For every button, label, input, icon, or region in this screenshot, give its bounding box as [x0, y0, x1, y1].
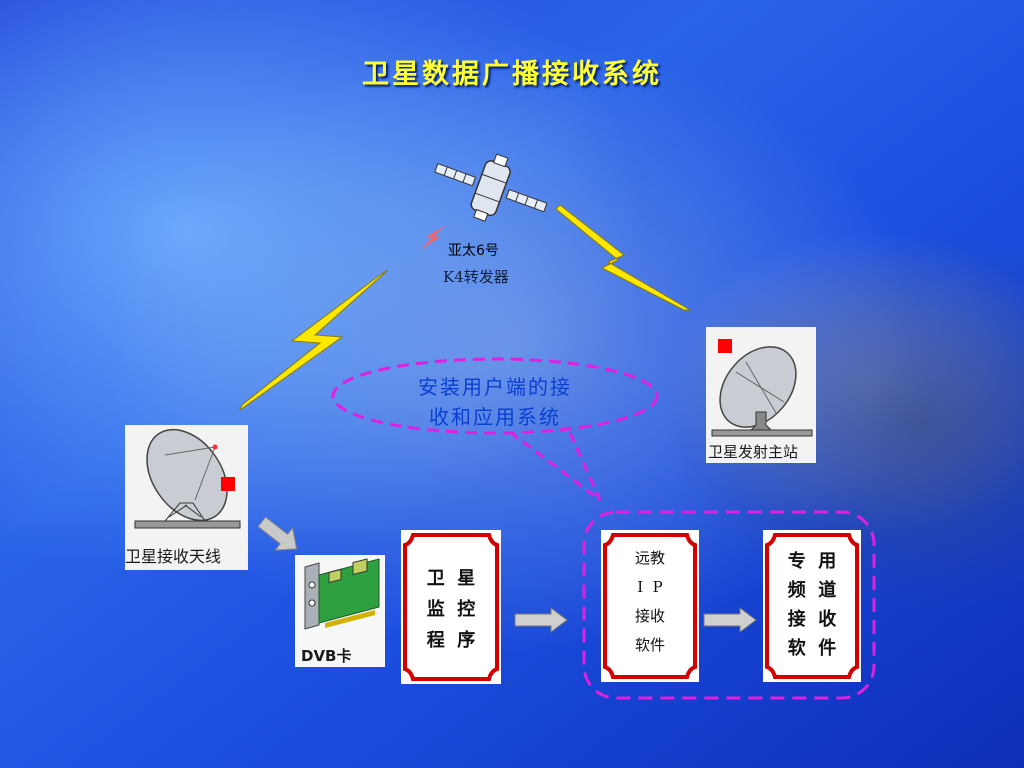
- satellite-icon: [434, 153, 548, 222]
- card-line: I P: [637, 578, 663, 596]
- lightning-icon: [555, 204, 692, 311]
- card-char: 软: [787, 638, 806, 659]
- dvb-card-icon: [304, 558, 380, 630]
- arrow-right-icon: [703, 607, 757, 633]
- card-char: 专: [787, 551, 806, 572]
- card-char: 接: [787, 609, 806, 630]
- card-char: 卫: [426, 568, 445, 589]
- card-char: 收: [818, 609, 837, 630]
- card-channel-software: 专 用 频 道 接 收 软 件: [763, 547, 861, 663]
- marker: [718, 339, 732, 353]
- dvb-card-caption: DVB卡: [301, 647, 352, 665]
- dvb-card-image: DVB卡: [295, 555, 385, 667]
- card-frame: [401, 530, 501, 684]
- satellite-name: 亚太6号: [448, 243, 499, 259]
- card-char: 道: [818, 580, 837, 601]
- card-char: 频: [787, 580, 806, 601]
- arrow-right-icon: [257, 516, 298, 551]
- arrow-right-icon: [514, 607, 568, 633]
- card-char: 监: [426, 599, 445, 620]
- card-ip-receive-software: 远教 I P 接收 软件: [601, 544, 699, 660]
- card-frame: [763, 530, 861, 682]
- lightning-icon: [420, 225, 446, 250]
- card-frame: [601, 530, 699, 682]
- transmit-station-caption: 卫星发射主站: [708, 443, 799, 461]
- page-title: 卫星数据广播接收系统: [362, 59, 662, 90]
- callout-line: 收和应用系统: [429, 405, 561, 429]
- card-line: 软件: [634, 636, 665, 654]
- card-char: 星: [457, 568, 476, 589]
- card-char: 件: [818, 638, 837, 659]
- transmit-station-image: 卫星发射主站: [706, 327, 816, 463]
- card-char: 用: [818, 551, 837, 572]
- receive-dish-caption: 卫星接收天线: [125, 547, 222, 566]
- card-char: 控: [457, 599, 476, 620]
- card-monitor-program: 卫 星 监 控 程 序: [401, 563, 501, 656]
- callout-line: 安装用户端的接: [418, 375, 572, 399]
- receive-dish-image: 卫星接收天线: [125, 425, 248, 570]
- client-system-callout: 安装用户端的接 收和应用系统: [365, 372, 625, 432]
- card-line: 接收: [634, 607, 665, 625]
- satellite-dish-icon: [711, 339, 813, 437]
- card-char: 序: [457, 630, 476, 651]
- card-char: 程: [426, 630, 445, 651]
- marker: [221, 477, 235, 491]
- satellite-dish-icon: [134, 428, 241, 529]
- lightning-icon: [238, 269, 389, 412]
- transponder-label: K4转发器: [443, 268, 509, 286]
- card-line: 远教: [634, 549, 665, 567]
